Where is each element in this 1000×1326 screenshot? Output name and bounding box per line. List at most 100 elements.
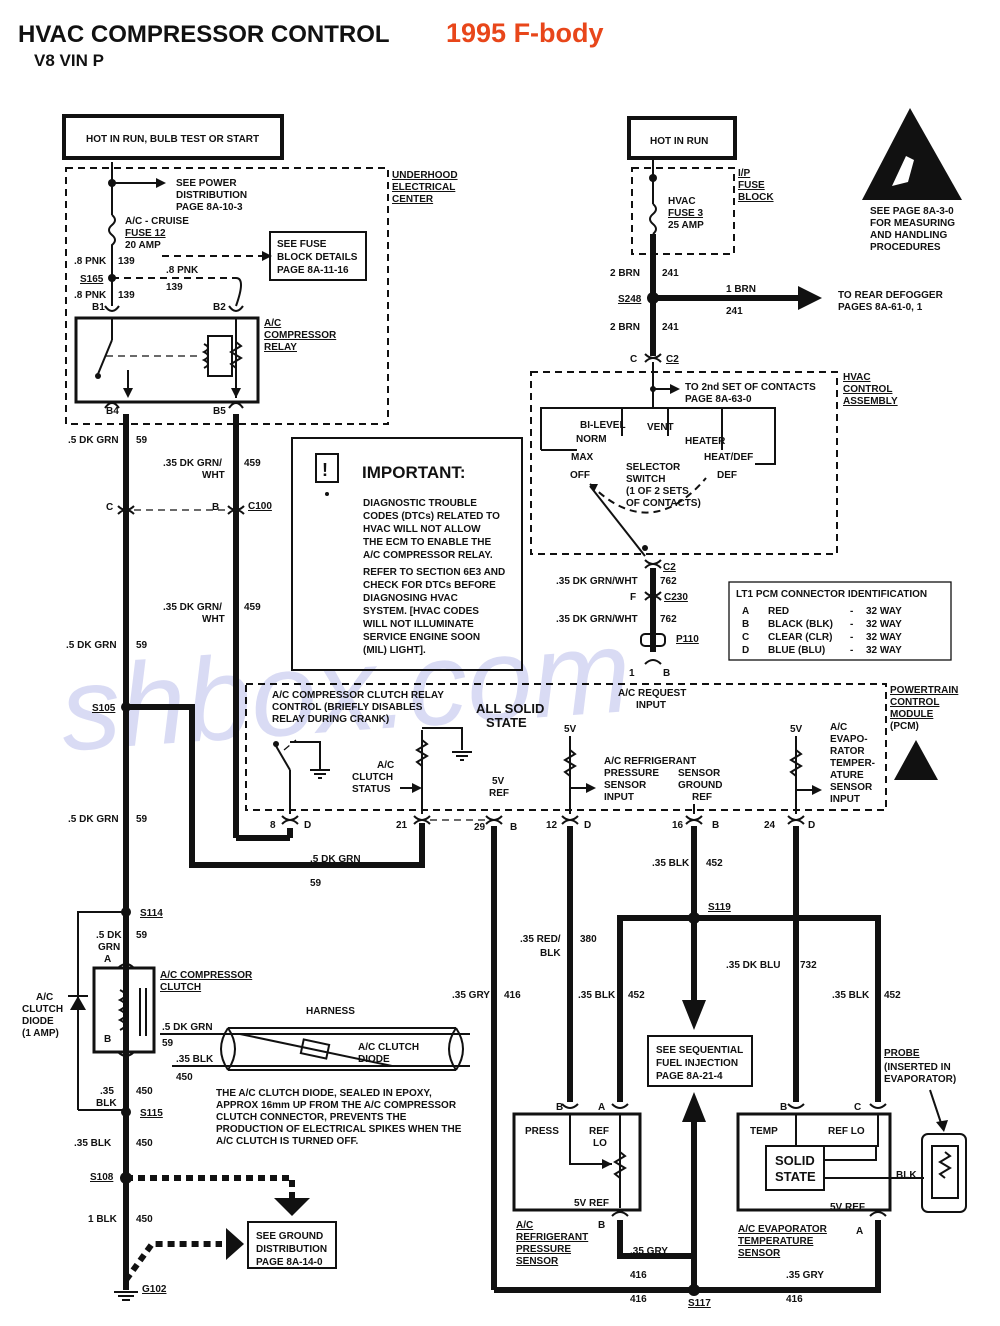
model-label: 1995 F-body (446, 18, 604, 48)
svg-text:.35 GRY: .35 GRY (630, 1246, 668, 1257)
svg-text:.8 PNK: .8 PNK (166, 265, 199, 276)
diode-note: THE A/C CLUTCH DIODE, SEALED IN EPOXY, A… (216, 1088, 464, 1147)
svg-text:ATURE: ATURE (830, 770, 864, 781)
svg-text:762: 762 (660, 576, 677, 587)
svg-text:SELECTOR: SELECTOR (626, 462, 681, 473)
svg-text:BLK: BLK (540, 948, 561, 959)
fuse12-label: FUSE 12 (125, 228, 166, 239)
svg-text:OF CONTACTS): OF CONTACTS) (626, 498, 701, 509)
svg-text:CLUTCH: CLUTCH (352, 772, 393, 783)
svg-text:241: 241 (726, 306, 743, 317)
svg-text:32 WAY: 32 WAY (866, 645, 902, 656)
svg-text:B: B (742, 619, 749, 630)
power-dist-ref: SEE POWER (176, 178, 237, 189)
svg-text:.8 PNK: .8 PNK (74, 256, 107, 267)
svg-text:SENSOR: SENSOR (738, 1248, 781, 1259)
svg-text:5V REF: 5V REF (574, 1198, 609, 1209)
svg-text:S115: S115 (140, 1108, 163, 1119)
compressor-relay (74, 316, 260, 404)
hot-in-run-label (627, 116, 737, 160)
relay-label: A/C (264, 318, 281, 329)
power-dist-ref: PAGE 8A-10-3 (176, 202, 243, 213)
svg-text:REF: REF (692, 792, 712, 803)
svg-text:.5 DK GRN: .5 DK GRN (68, 814, 119, 825)
svg-text:.8 PNK: .8 PNK (74, 290, 107, 301)
svg-text:D: D (584, 820, 591, 831)
svg-text:INPUT: INPUT (604, 792, 634, 803)
svg-text:BLK: BLK (96, 1098, 117, 1109)
svg-text:450: 450 (136, 1138, 153, 1149)
svg-text:HARNESS: HARNESS (306, 1006, 355, 1017)
svg-text:.35 GRY: .35 GRY (786, 1270, 824, 1281)
svg-text:ASSEMBLY: ASSEMBLY (843, 396, 898, 407)
svg-text:LO: LO (593, 1138, 607, 1149)
svg-text:PRESS: PRESS (525, 1126, 559, 1137)
svg-text:A: A (598, 1102, 605, 1113)
svg-text:25 AMP: 25 AMP (668, 220, 704, 231)
svg-text:GROUND: GROUND (678, 780, 722, 791)
svg-text:A/C: A/C (516, 1220, 533, 1231)
svg-text:A/C REFRIGERANT: A/C REFRIGERANT (604, 756, 696, 767)
svg-text:(1 OF 2 SETS: (1 OF 2 SETS (626, 486, 689, 497)
svg-text:BLACK (BLK): BLACK (BLK) (768, 619, 833, 630)
svg-text:CONTROL: CONTROL (843, 384, 892, 395)
svg-text:.35 BLK: .35 BLK (74, 1138, 112, 1149)
svg-text:-: - (850, 632, 853, 643)
svg-text:PAGE 8A-11-16: PAGE 8A-11-16 (277, 265, 349, 276)
svg-text:VENT: VENT (647, 422, 674, 433)
fuse12-label: A/C - CRUISE (125, 216, 189, 227)
svg-text:C2: C2 (666, 354, 679, 365)
svg-text:S117: S117 (688, 1298, 711, 1309)
lt1-row: A RED - 32 WAY (742, 606, 902, 617)
svg-text:FUEL INJECTION: FUEL INJECTION (656, 1058, 738, 1069)
svg-text:G102: G102 (142, 1284, 167, 1295)
svg-text:ALL SOLID: ALL SOLID (476, 701, 544, 716)
svg-text:A: A (104, 954, 111, 965)
svg-text:416: 416 (630, 1270, 647, 1281)
svg-text:B2: B2 (213, 302, 226, 313)
relay-label: RELAY (264, 342, 297, 353)
svg-text:REF: REF (589, 1126, 609, 1137)
svg-text:241: 241 (662, 268, 679, 279)
svg-text:D: D (304, 820, 311, 831)
svg-text:.5 DK GRN: .5 DK GRN (310, 854, 361, 865)
svg-text:SEE PAGE 8A-3-0: SEE PAGE 8A-3-0 (870, 206, 954, 217)
svg-text:HOT IN RUN: HOT IN RUN (650, 136, 708, 147)
svg-text:SEE SEQUENTIAL: SEE SEQUENTIAL (656, 1045, 743, 1056)
svg-text:.35 BLK: .35 BLK (652, 858, 690, 869)
svg-text:PAGE 8A-21-4: PAGE 8A-21-4 (656, 1071, 723, 1082)
svg-text:21: 21 (396, 820, 408, 831)
svg-text:241: 241 (662, 322, 679, 333)
svg-text:B: B (598, 1220, 605, 1231)
hvac-control-assembly (530, 371, 838, 555)
lt1-row: D BLUE (BLU) - 32 WAY (742, 645, 902, 656)
esd-small-icon (894, 740, 938, 780)
svg-text:RELAY DURING CRANK): RELAY DURING CRANK) (272, 714, 389, 725)
svg-text:.5 DK GRN: .5 DK GRN (68, 435, 119, 446)
svg-text:F: F (630, 592, 636, 603)
svg-text:59: 59 (136, 435, 148, 446)
sfi-ref (647, 1035, 753, 1087)
svg-text:DISTRIBUTION: DISTRIBUTION (256, 1244, 327, 1255)
svg-text:452: 452 (884, 990, 901, 1001)
svg-text:CLUTCH: CLUTCH (22, 1004, 63, 1015)
svg-text:.35 GRY: .35 GRY (452, 990, 490, 1001)
evaporator-temp-sensor (736, 1112, 892, 1212)
svg-text:-: - (850, 645, 853, 656)
svg-text:A/C CLUTCH: A/C CLUTCH (358, 1042, 419, 1053)
svg-text:I/P: I/P (738, 168, 751, 179)
svg-text:REF LO: REF LO (828, 1126, 865, 1137)
svg-text:1: 1 (629, 668, 635, 679)
svg-text:.35 BLK: .35 BLK (832, 990, 870, 1001)
svg-text:16: 16 (672, 820, 684, 831)
svg-text:762: 762 (660, 614, 677, 625)
svg-text:REF: REF (489, 788, 509, 799)
ip-fuse-block-box (631, 167, 735, 255)
svg-text:SENSOR: SENSOR (516, 1256, 559, 1267)
svg-text:59: 59 (162, 1038, 174, 1049)
svg-text:S114: S114 (140, 908, 163, 919)
svg-text:C2: C2 (663, 562, 676, 573)
svg-text:SEE GROUND: SEE GROUND (256, 1231, 323, 1242)
svg-text:PRESSURE: PRESSURE (604, 768, 659, 779)
svg-text:1 BLK: 1 BLK (88, 1214, 118, 1225)
